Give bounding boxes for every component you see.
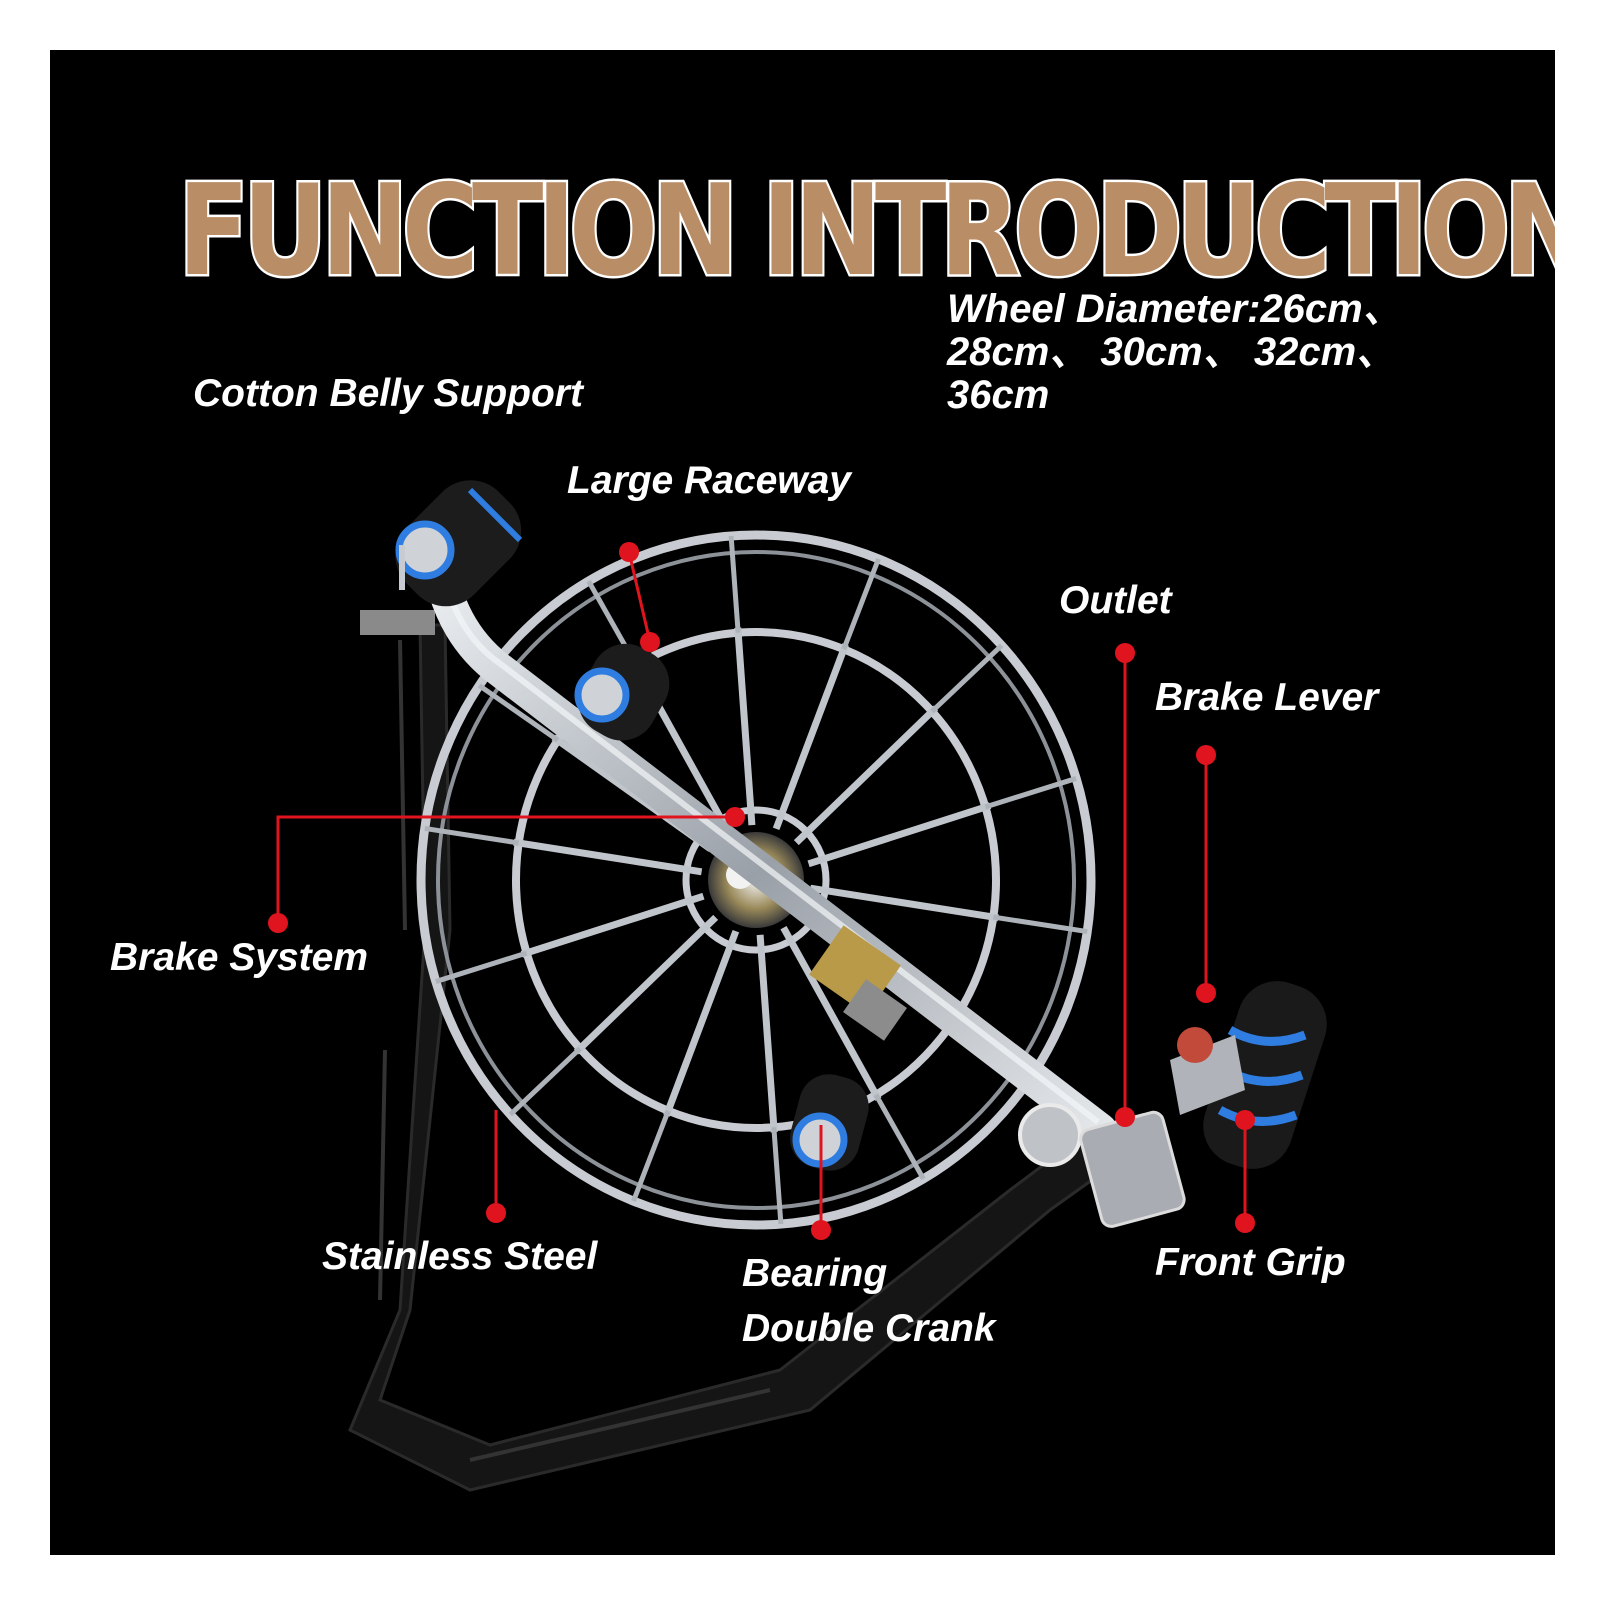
- wheel-spoke: [772, 643, 849, 831]
- raceway-rib: [508, 1046, 582, 1117]
- rear-grip: [395, 480, 523, 607]
- label-brake-lever: Brake Lever: [1155, 676, 1379, 719]
- wheel-spoke: [809, 884, 999, 922]
- outlet-roller: [1018, 1103, 1082, 1167]
- wheel-spoke: [520, 892, 705, 958]
- crank-handle-lower: [789, 1074, 869, 1171]
- raceway-rib: [728, 535, 741, 633]
- callout-line-brake-system: [276, 815, 735, 923]
- raceway-rib: [930, 643, 1004, 714]
- callout-dot: [486, 1203, 506, 1223]
- callout-dot: [1235, 1213, 1255, 1233]
- wheel-diameter-line: 36cm: [947, 373, 1050, 418]
- raceway-rib: [477, 683, 560, 743]
- callout-dot: [725, 807, 745, 827]
- callout-dot: [1115, 1107, 1135, 1127]
- wheel-spoke: [780, 925, 882, 1101]
- raceway-rib: [873, 1093, 926, 1181]
- wheel-diameter-text: Wheel Diameter:26cm、 28cm、 30cm、 32cm、 3…: [947, 287, 1403, 418]
- callout-dot: [811, 1220, 831, 1240]
- raceway-rib: [984, 776, 1077, 810]
- label-stainless-steel: Stainless Steel: [322, 1235, 598, 1278]
- label-cotton-belly-support: Cotton Belly Support: [193, 372, 583, 415]
- label-front-grip: Front Grip: [1155, 1241, 1346, 1284]
- wheel-spoke: [513, 838, 703, 876]
- page-title: FUNCTION INTRODUCTION: [176, 157, 1555, 304]
- callout-dot: [1196, 983, 1216, 1003]
- wheel-diameter-line: Wheel Diameter:26cm、: [947, 287, 1403, 331]
- raceway-rib: [771, 1127, 784, 1225]
- wheel-diameter-line: 28cm、 30cm、 32cm、: [947, 330, 1397, 375]
- raceway-rib: [992, 914, 1088, 935]
- raceway-rib: [424, 825, 520, 846]
- reel-wheel: [416, 530, 1096, 1230]
- outlet-clamp: [1079, 1110, 1186, 1228]
- label-large-raceway: Large Raceway: [567, 459, 851, 502]
- raceway-rib: [435, 950, 528, 984]
- callout-dot: [640, 632, 660, 652]
- label-outlet: Outlet: [1059, 579, 1172, 622]
- wheel-spoke: [663, 929, 740, 1117]
- wheel-spoke: [734, 627, 756, 826]
- raceway-ribs: [424, 535, 1088, 1225]
- raceway-rib: [631, 1109, 671, 1202]
- callout-dot: [619, 542, 639, 562]
- raceway-rib: [841, 558, 881, 651]
- callout-dot: [1235, 1110, 1255, 1130]
- label-bearing: Bearing: [742, 1252, 888, 1295]
- callout-lines: [276, 551, 1247, 1230]
- crank-handle-upper: [574, 643, 670, 741]
- callout-dot: [1115, 643, 1135, 663]
- front-grip-handle: [1170, 981, 1327, 1169]
- kite-reel-illustration: [268, 480, 1327, 1492]
- callout-dot: [1196, 745, 1216, 765]
- label-brake-system: Brake System: [110, 936, 368, 979]
- brake-mechanism: [809, 925, 907, 1041]
- product-panel: FUNCTION INTRODUCTION Wheel Diameter:26c…: [50, 50, 1555, 1555]
- callout-dot: [268, 913, 288, 933]
- wheel-spoke: [573, 914, 719, 1055]
- wheel-spoke: [793, 705, 939, 846]
- callout-dots: [268, 542, 1255, 1240]
- label-double-crank: Double Crank: [742, 1307, 996, 1350]
- callout-line-large-raceway: [627, 551, 652, 643]
- wheel-spoke: [756, 934, 778, 1133]
- wheel-spoke: [807, 802, 992, 868]
